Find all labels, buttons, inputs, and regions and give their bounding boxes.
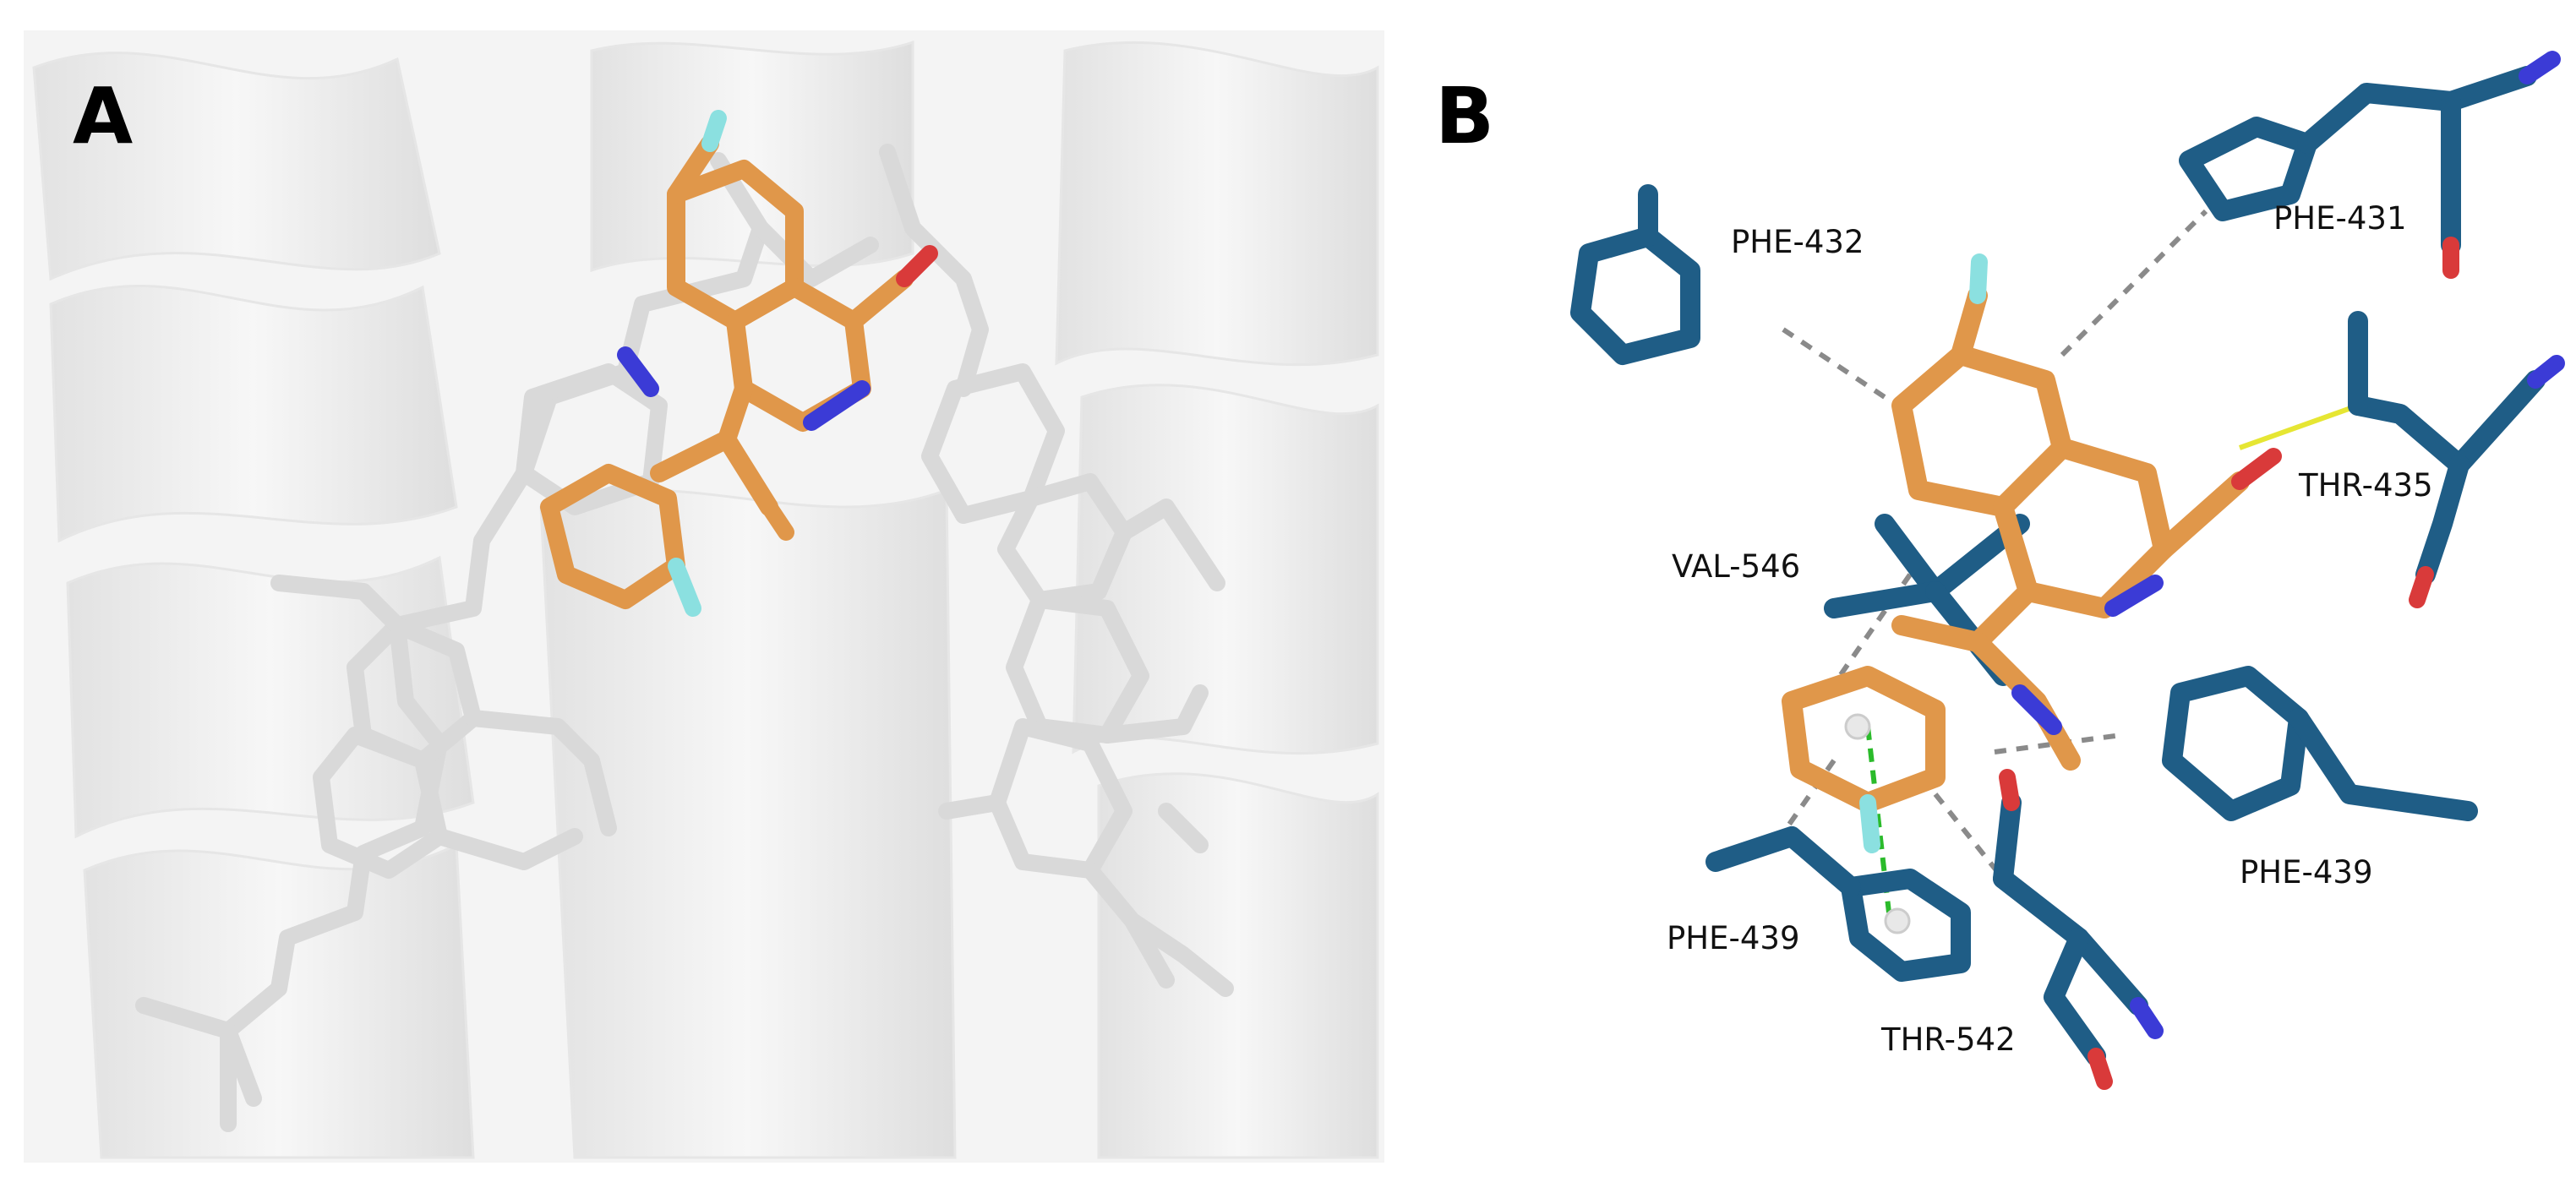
ring-centroid (1884, 907, 1911, 934)
residue-phe-431 (2179, 66, 2537, 255)
residue-label: PHE-439 (2240, 854, 2373, 891)
overlay-figure (24, 30, 1384, 1163)
heteroatoms-b (1859, 51, 2565, 1090)
residue-phe-439-left (1706, 826, 1971, 982)
panel-a-letter: A (73, 71, 134, 161)
hydrogen-bond (2238, 403, 2360, 450)
residue-thr-435 (2348, 311, 2546, 585)
ligand-orange-b (1782, 286, 2250, 813)
panel-b-letter: B (1435, 71, 1495, 161)
residue-phe-432 (1570, 184, 1700, 365)
heteroatoms-a (617, 110, 938, 617)
overlay-ligand-right (879, 144, 1234, 997)
residue-label: THR-542 (1881, 1021, 2016, 1058)
residue-label: PHE-431 (2273, 200, 2407, 237)
residue-thr-542 (1993, 793, 2148, 1066)
residue-label: PHE-439 (1667, 920, 1800, 956)
residue-label: THR-435 (2299, 467, 2433, 504)
protein-cartoon-background (24, 30, 1384, 1163)
residue-phe-439-right (2162, 666, 2478, 821)
residue-label: PHE-432 (1731, 224, 1864, 260)
interaction-figure (1570, 51, 2565, 1090)
panel-b-interaction-view: B PHE-432 PHE-431 THR-435 VAL-546 PHE-43… (1394, 0, 2576, 1193)
residue-label: VAL-546 (1672, 548, 1801, 585)
overlay-ligand-left (135, 152, 879, 1132)
ring-centroid (1844, 713, 1871, 740)
panel-a-overlay-view: A (24, 30, 1384, 1163)
